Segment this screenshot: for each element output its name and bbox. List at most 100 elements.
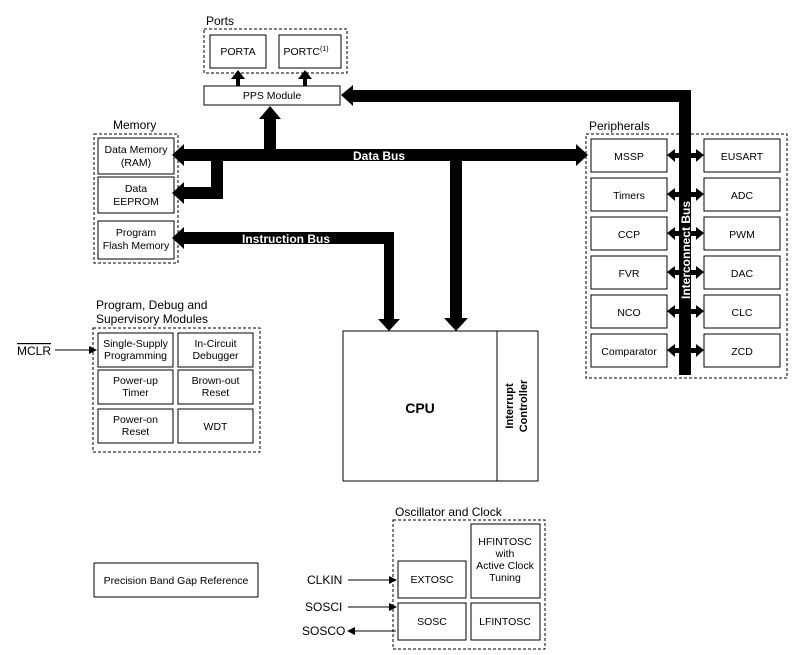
hfintosc-block (470, 523, 541, 599)
supervisory-label: Power-on (113, 414, 158, 426)
ports-group: Ports PORTA PORTC(1) PPS Module (203, 14, 348, 106)
peripheral-label: PWM (729, 229, 755, 241)
extosc-label: EXTOSC (411, 574, 454, 586)
peripheral-block (590, 177, 668, 212)
peripheral-label: MSSP (614, 151, 644, 163)
porta-label: PORTA (220, 46, 255, 58)
supervisory-boundary (92, 327, 261, 453)
peripheral-bus-arrow (667, 305, 679, 318)
pps-to-portc-arrow (298, 70, 312, 86)
memory-title: Memory (113, 118, 156, 132)
supervisory-label: In-Circuit (194, 338, 236, 350)
portc-label-wrap: PORTC(1) (283, 46, 328, 58)
instruction-bus-label: Instruction Bus (242, 232, 330, 246)
peripheral-bus-arrow (667, 188, 679, 201)
memory-boundary (93, 133, 179, 264)
interrupt-label-2: Controller (518, 379, 530, 432)
supervisory-label: WDT (204, 421, 228, 433)
sosc-block (397, 602, 467, 641)
supervisory-title-2: Supervisory Modules (96, 312, 208, 326)
hfintosc-label-2: with (495, 548, 515, 560)
peripheral-bus-arrow (667, 227, 679, 240)
clkin-label: CLKIN (307, 573, 342, 587)
supervisory-title-1: Program, Debug and (96, 298, 207, 312)
oscillator-group: Oscillator and Clock EXTOSC HFINTOSC wit… (302, 505, 546, 650)
hfintosc-label-1: HFINTOSC (478, 536, 532, 548)
interconnect-bus-label: Interconnect Bus (679, 201, 693, 299)
peripheral-bus-arrow (667, 344, 679, 357)
ports-boundary (203, 28, 348, 74)
supervisory-label: Timer (122, 387, 149, 399)
peripheral-block (590, 333, 668, 368)
peripheral-label: DAC (731, 268, 754, 280)
peripheral-label: Timers (613, 190, 645, 202)
bandgap-group: Precision Band Gap Reference (93, 562, 259, 598)
peripheral-label: CLC (731, 307, 752, 319)
data-bus-cpu-branch (450, 160, 462, 318)
supervisory-group: Program, Debug and Supervisory Modules S… (17, 298, 261, 453)
peripheral-bus-arrow (691, 227, 704, 240)
bandgap-block (93, 562, 259, 598)
pps-module-label: PPS Module (243, 90, 302, 102)
peripheral-bus-arrow (691, 305, 704, 318)
data-memory-label-1: Data Memory (104, 144, 168, 156)
supervisory-block (97, 332, 174, 368)
ports-title: Ports (206, 14, 234, 28)
portc-note: (1) (320, 46, 329, 53)
peripheral-label: Comparator (601, 346, 657, 358)
cpu-group: CPU Interrupt Controller (342, 330, 539, 482)
sosci-label: SOSCI (305, 600, 342, 614)
pps-module-block (203, 85, 341, 106)
peripheral-block (590, 294, 668, 329)
supervisory-block (177, 332, 254, 368)
sosc-label: SOSC (417, 616, 447, 628)
data-bus-cpu-arrow (444, 318, 468, 331)
interrupt-label-1: Interrupt (504, 383, 516, 429)
instruction-bus-bar (172, 227, 400, 331)
pps-to-porta-arrow (231, 70, 245, 86)
oscillator-title: Oscillator and Clock (395, 505, 503, 519)
peripherals-title: Peripherals (589, 119, 650, 133)
bandgap-label: Precision Band Gap Reference (104, 575, 249, 587)
instruction-bus: Instruction Bus (172, 227, 400, 331)
data-memory-label-2: (RAM) (121, 157, 151, 169)
data-bus: Data Bus (172, 106, 588, 331)
eeprom-label-1: Data (125, 183, 147, 195)
supervisory-label: Single-Supply (103, 338, 169, 350)
peripheral-label: ZCD (731, 346, 753, 358)
eeprom-label-2: EEPROM (113, 196, 159, 208)
supervisory-block (177, 369, 254, 405)
data-bus-label: Data Bus (353, 149, 405, 163)
peripheral-block (703, 255, 781, 290)
oscillator-boundary (392, 519, 546, 650)
flash-memory-label-1: Program (116, 227, 157, 239)
peripheral-block (590, 216, 668, 251)
peripheral-block (703, 294, 781, 329)
cpu-block (342, 330, 539, 482)
data-bus-pps-branch (264, 118, 276, 150)
peripheral-bus-arrow (667, 149, 679, 162)
pps-port-arrows (231, 70, 312, 86)
peripheral-block (703, 333, 781, 368)
peripheral-label: ADC (731, 190, 754, 202)
peripheral-block (703, 177, 781, 212)
peripheral-bus-arrow (691, 344, 704, 357)
supervisory-items: Single-SupplyProgrammingIn-CircuitDebugg… (97, 332, 254, 444)
peripheral-block (703, 138, 781, 173)
extosc-block (397, 560, 467, 599)
supervisory-label: Reset (202, 387, 230, 399)
memory-group: Memory Data Memory (RAM) Data EEPROM Pro… (93, 118, 179, 264)
peripherals-group: Peripherals MSSPTimersCCPFVRNCOComparato… (585, 119, 788, 379)
mclr-label: MCLR (17, 344, 51, 358)
peripheral-bus-arrow (691, 266, 704, 279)
peripheral-label: NCO (617, 307, 640, 319)
cpu-label: CPU (405, 400, 435, 416)
peripheral-label: CCP (618, 229, 640, 241)
data-memory-block (97, 137, 175, 175)
peripheral-bus-arrow (691, 149, 704, 162)
flash-memory-block (97, 220, 175, 260)
portc-label: PORTC (283, 46, 320, 58)
supervisory-block (97, 369, 174, 405)
supervisory-label: Programming (104, 350, 167, 362)
